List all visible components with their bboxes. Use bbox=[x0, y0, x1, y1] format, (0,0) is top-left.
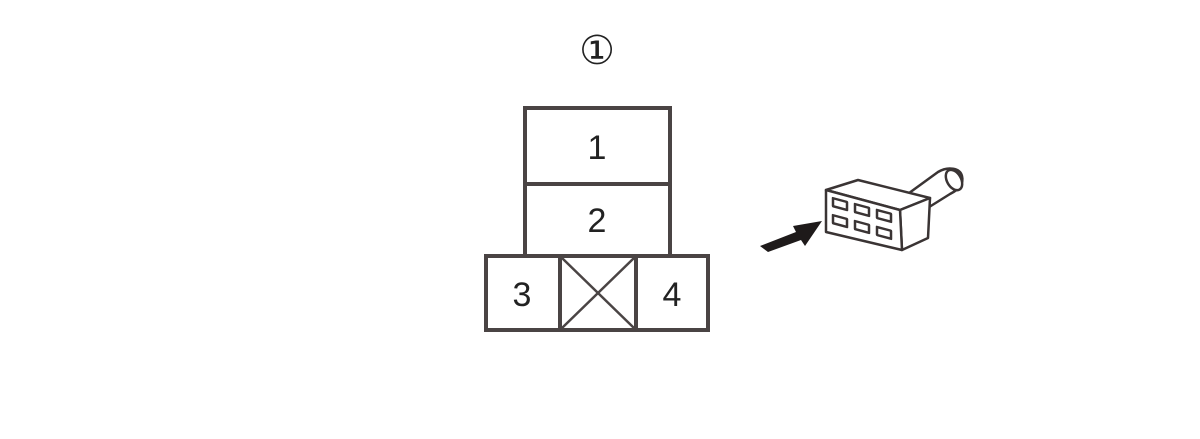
connector-face bbox=[484, 106, 710, 332]
x-box-icon bbox=[561, 257, 635, 329]
pin-cell-4 bbox=[634, 254, 710, 332]
pin-label-3: 3 bbox=[513, 276, 532, 314]
connector-plug-icon bbox=[824, 167, 964, 252]
arrow-icon bbox=[760, 221, 822, 252]
pin-label-1: 1 bbox=[588, 129, 607, 167]
pin-label-2: 2 bbox=[588, 202, 607, 240]
connector-marker: ① bbox=[579, 28, 615, 74]
pin-label-4: 4 bbox=[663, 276, 682, 314]
